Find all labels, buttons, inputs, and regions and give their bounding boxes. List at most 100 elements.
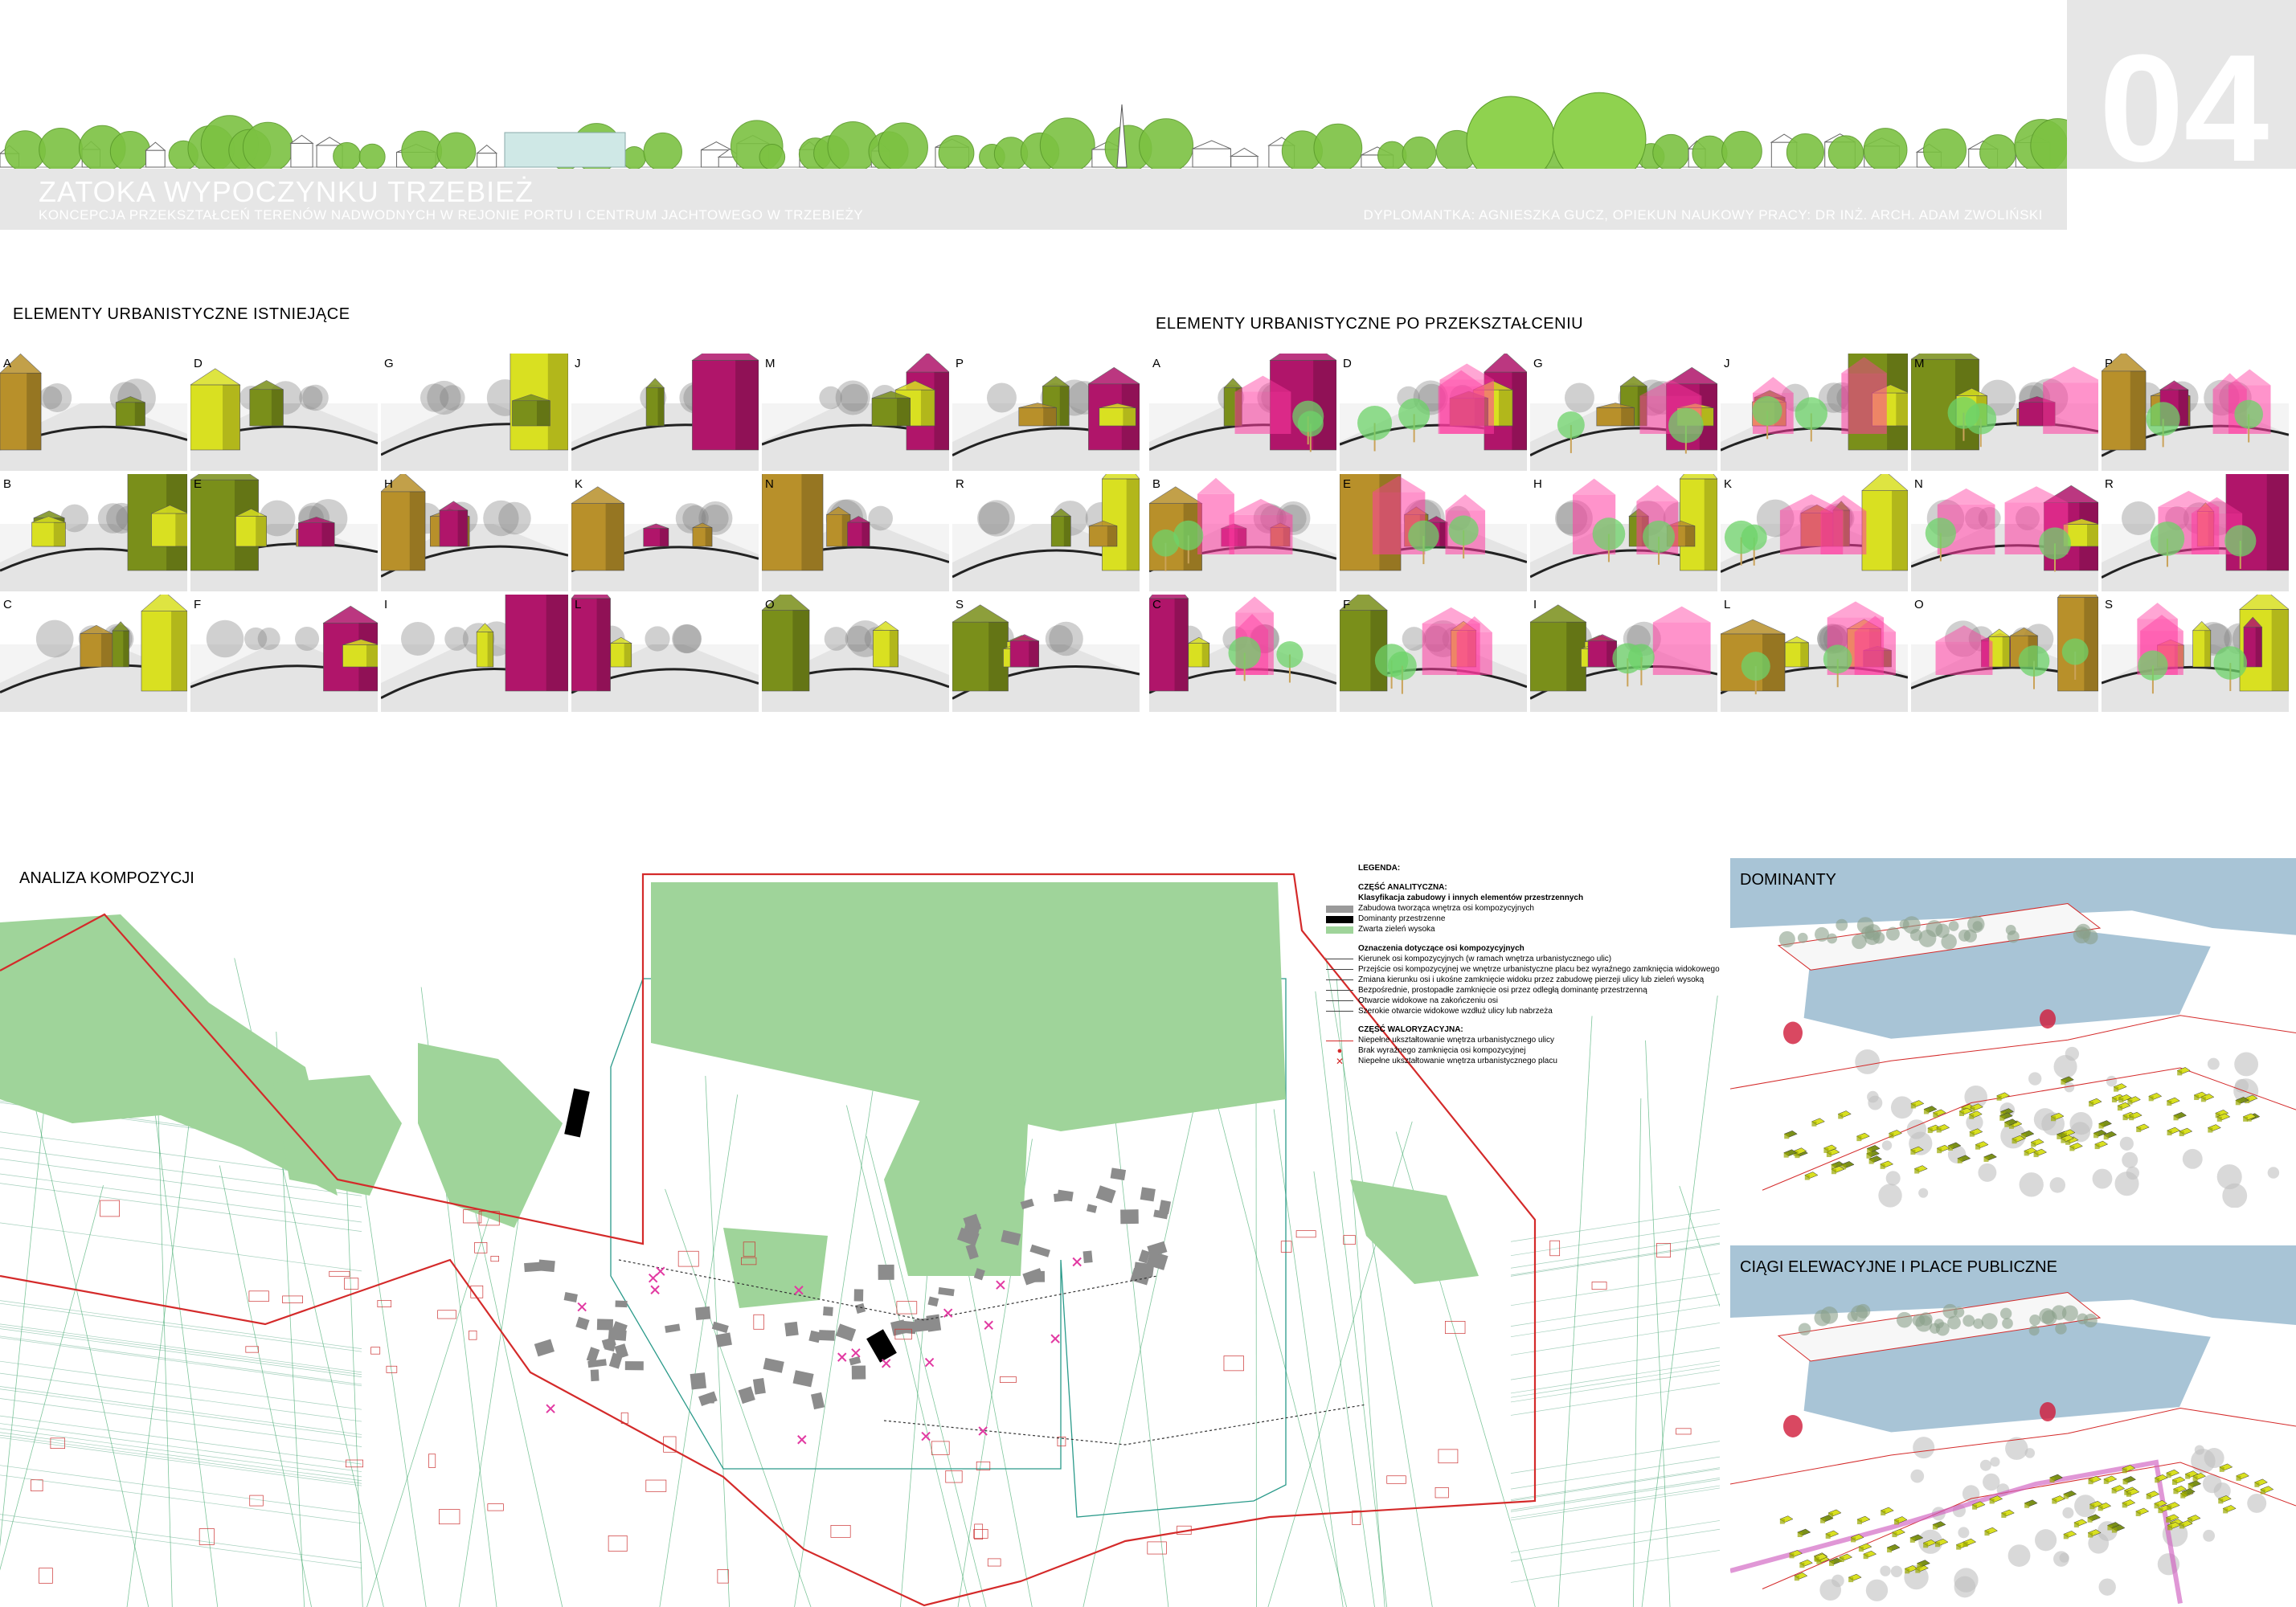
legend-cross-icon: ✕	[1335, 1055, 1344, 1067]
street-view-image	[952, 354, 1140, 471]
legend-value-head: CZĘŚĆ WALORYZACYJNA:	[1358, 1025, 1463, 1034]
view-label: N	[1914, 477, 1923, 491]
view-label: K	[575, 477, 583, 491]
composition-analysis-map: ANALIZA KOMPOZYCJI LEGENDA: CZĘŚĆ ANALIT…	[0, 858, 1720, 1607]
view-label: A	[3, 357, 12, 370]
view-label: M	[765, 357, 776, 370]
view-label: G	[384, 357, 394, 370]
street-view-image	[0, 474, 187, 591]
existing-view-s: S	[952, 595, 1140, 712]
legend-item: ●Brak wyraźnego zamknięcia osi kompozycy…	[1326, 1046, 1720, 1057]
facades-3d-view	[1730, 1245, 2296, 1607]
page-number: 04	[2099, 23, 2269, 194]
page-number-box: 04	[2067, 0, 2296, 185]
street-view-image	[1340, 354, 1527, 471]
legend-item: Dominanty przestrzenne	[1326, 914, 1720, 925]
transformed-view-i: I	[1530, 595, 1717, 712]
view-label: O	[765, 598, 775, 611]
existing-view-j: J	[571, 354, 759, 471]
street-view-image	[1911, 595, 2098, 712]
facades-panel: CIĄGI ELEWACYJNE I PLACE PUBLICZNE	[1730, 1245, 2296, 1607]
transformed-view-s: S	[2102, 595, 2289, 712]
map-title: ANALIZA KOMPOZYCJI	[19, 869, 194, 887]
transformed-view-n: N	[1911, 474, 2098, 591]
existing-view-d: D	[190, 354, 378, 471]
legend-swatch-dominants	[1326, 915, 1353, 923]
street-view-image	[762, 354, 949, 471]
legend-item: Zabudowa tworząca wnętrza osi kompozycyj…	[1326, 904, 1720, 914]
street-view-image	[1149, 354, 1336, 471]
header: ZATOKA WYPOCZYNKU TRZEBIEŻ KONCEPCJA PRZ…	[0, 0, 2296, 233]
street-view-image	[762, 474, 949, 591]
legend-dot-icon: ●	[1336, 1045, 1343, 1056]
street-view-image	[952, 595, 1140, 712]
view-label: S	[956, 598, 964, 611]
view-label: O	[1914, 598, 1924, 611]
transformed-view-a: A	[1149, 354, 1336, 471]
existing-view-l: L	[571, 595, 759, 712]
street-view-image	[381, 354, 568, 471]
transformed-view-e: E	[1340, 474, 1527, 591]
dominants-panel: DOMINANTY	[1730, 858, 2296, 1208]
view-label: M	[1914, 357, 1925, 370]
street-view-image	[762, 595, 949, 712]
legend-classification-head: Klasyfikacja zabudowy i innych elementów…	[1358, 893, 1584, 902]
transformed-view-c: C	[1149, 595, 1336, 712]
view-label: B	[1152, 477, 1161, 491]
street-view-image	[571, 595, 759, 712]
existing-section-title: ELEMENTY URBANISTYCZNE ISTNIEJĄCE	[13, 305, 350, 323]
legend-item: Zmiana kierunku osi i ukośne zamknięcie …	[1326, 975, 1720, 985]
view-label: B	[3, 477, 12, 491]
existing-view-c: C	[0, 595, 187, 712]
street-view-image	[1149, 474, 1336, 591]
street-view-image	[1340, 474, 1527, 591]
transformed-view-l: L	[1721, 595, 1908, 712]
page-subtitle: KONCEPCJA PRZEKSZTAŁCEŃ TERENÓW NADWODNY…	[39, 207, 864, 223]
view-label: P	[2105, 357, 2114, 370]
existing-view-e: E	[190, 474, 378, 591]
street-view-image	[0, 354, 187, 471]
street-view-image	[571, 474, 759, 591]
view-label: I	[1533, 598, 1537, 611]
existing-view-f: F	[190, 595, 378, 712]
existing-view-o: O	[762, 595, 949, 712]
street-view-image	[1911, 474, 2098, 591]
view-label: D	[1343, 357, 1352, 370]
street-view-image	[571, 354, 759, 471]
legend-bar-icon	[1326, 990, 1353, 991]
legend-open-icon	[1326, 1000, 1353, 1001]
legend-wide-icon	[1326, 1011, 1353, 1012]
existing-view-n: N	[762, 474, 949, 591]
view-label: F	[194, 598, 202, 611]
legend-item: ✕Niepełne ukształtowanie wnętrza urbanis…	[1326, 1057, 1720, 1067]
view-label: L	[1724, 598, 1731, 611]
street-view-image	[381, 474, 568, 591]
legend-analytic-head: CZĘŚĆ ANALITYCZNA:	[1358, 882, 1447, 892]
transformed-view-r: R	[2102, 474, 2289, 591]
transformed-view-m: M	[1911, 354, 2098, 471]
legend-item: Bezpośrednie, prostopadłe zamknięcie osi…	[1326, 985, 1720, 996]
street-view-image	[1721, 354, 1908, 471]
view-label: J	[575, 357, 581, 370]
existing-view-k: K	[571, 474, 759, 591]
transformed-view-j: J	[1721, 354, 1908, 471]
view-label: F	[1343, 598, 1351, 611]
transformed-view-o: O	[1911, 595, 2098, 712]
facades-title: CIĄGI ELEWACYJNE I PLACE PUBLICZNE	[1740, 1258, 2057, 1276]
legend-item: Zwarta zieleń wysoka	[1326, 925, 1720, 935]
legend-item: Szerokie otwarcie widokowe wzdłuż ulicy …	[1326, 1006, 1720, 1016]
map-legend: LEGENDA: CZĘŚĆ ANALITYCZNA: Klasyfikacja…	[1326, 863, 1720, 1067]
legend-title: LEGENDA:	[1358, 864, 1401, 873]
street-view-image	[1340, 595, 1527, 712]
existing-view-a: A	[0, 354, 187, 471]
view-label: R	[956, 477, 964, 491]
existing-view-m: M	[762, 354, 949, 471]
street-view-image	[2102, 595, 2289, 712]
page-title: ZATOKA WYPOCZYNKU TRZEBIEŻ	[39, 175, 534, 208]
dominants-title: DOMINANTY	[1740, 871, 1836, 889]
existing-view-p: P	[952, 354, 1140, 471]
street-view-image	[1721, 474, 1908, 591]
transformed-section-title: ELEMENTY URBANISTYCZNE PO PRZEKSZTAŁCENI…	[1156, 315, 1584, 333]
legend-item: Kierunek osi kompozycyjnych (w ramach wn…	[1326, 954, 1720, 964]
